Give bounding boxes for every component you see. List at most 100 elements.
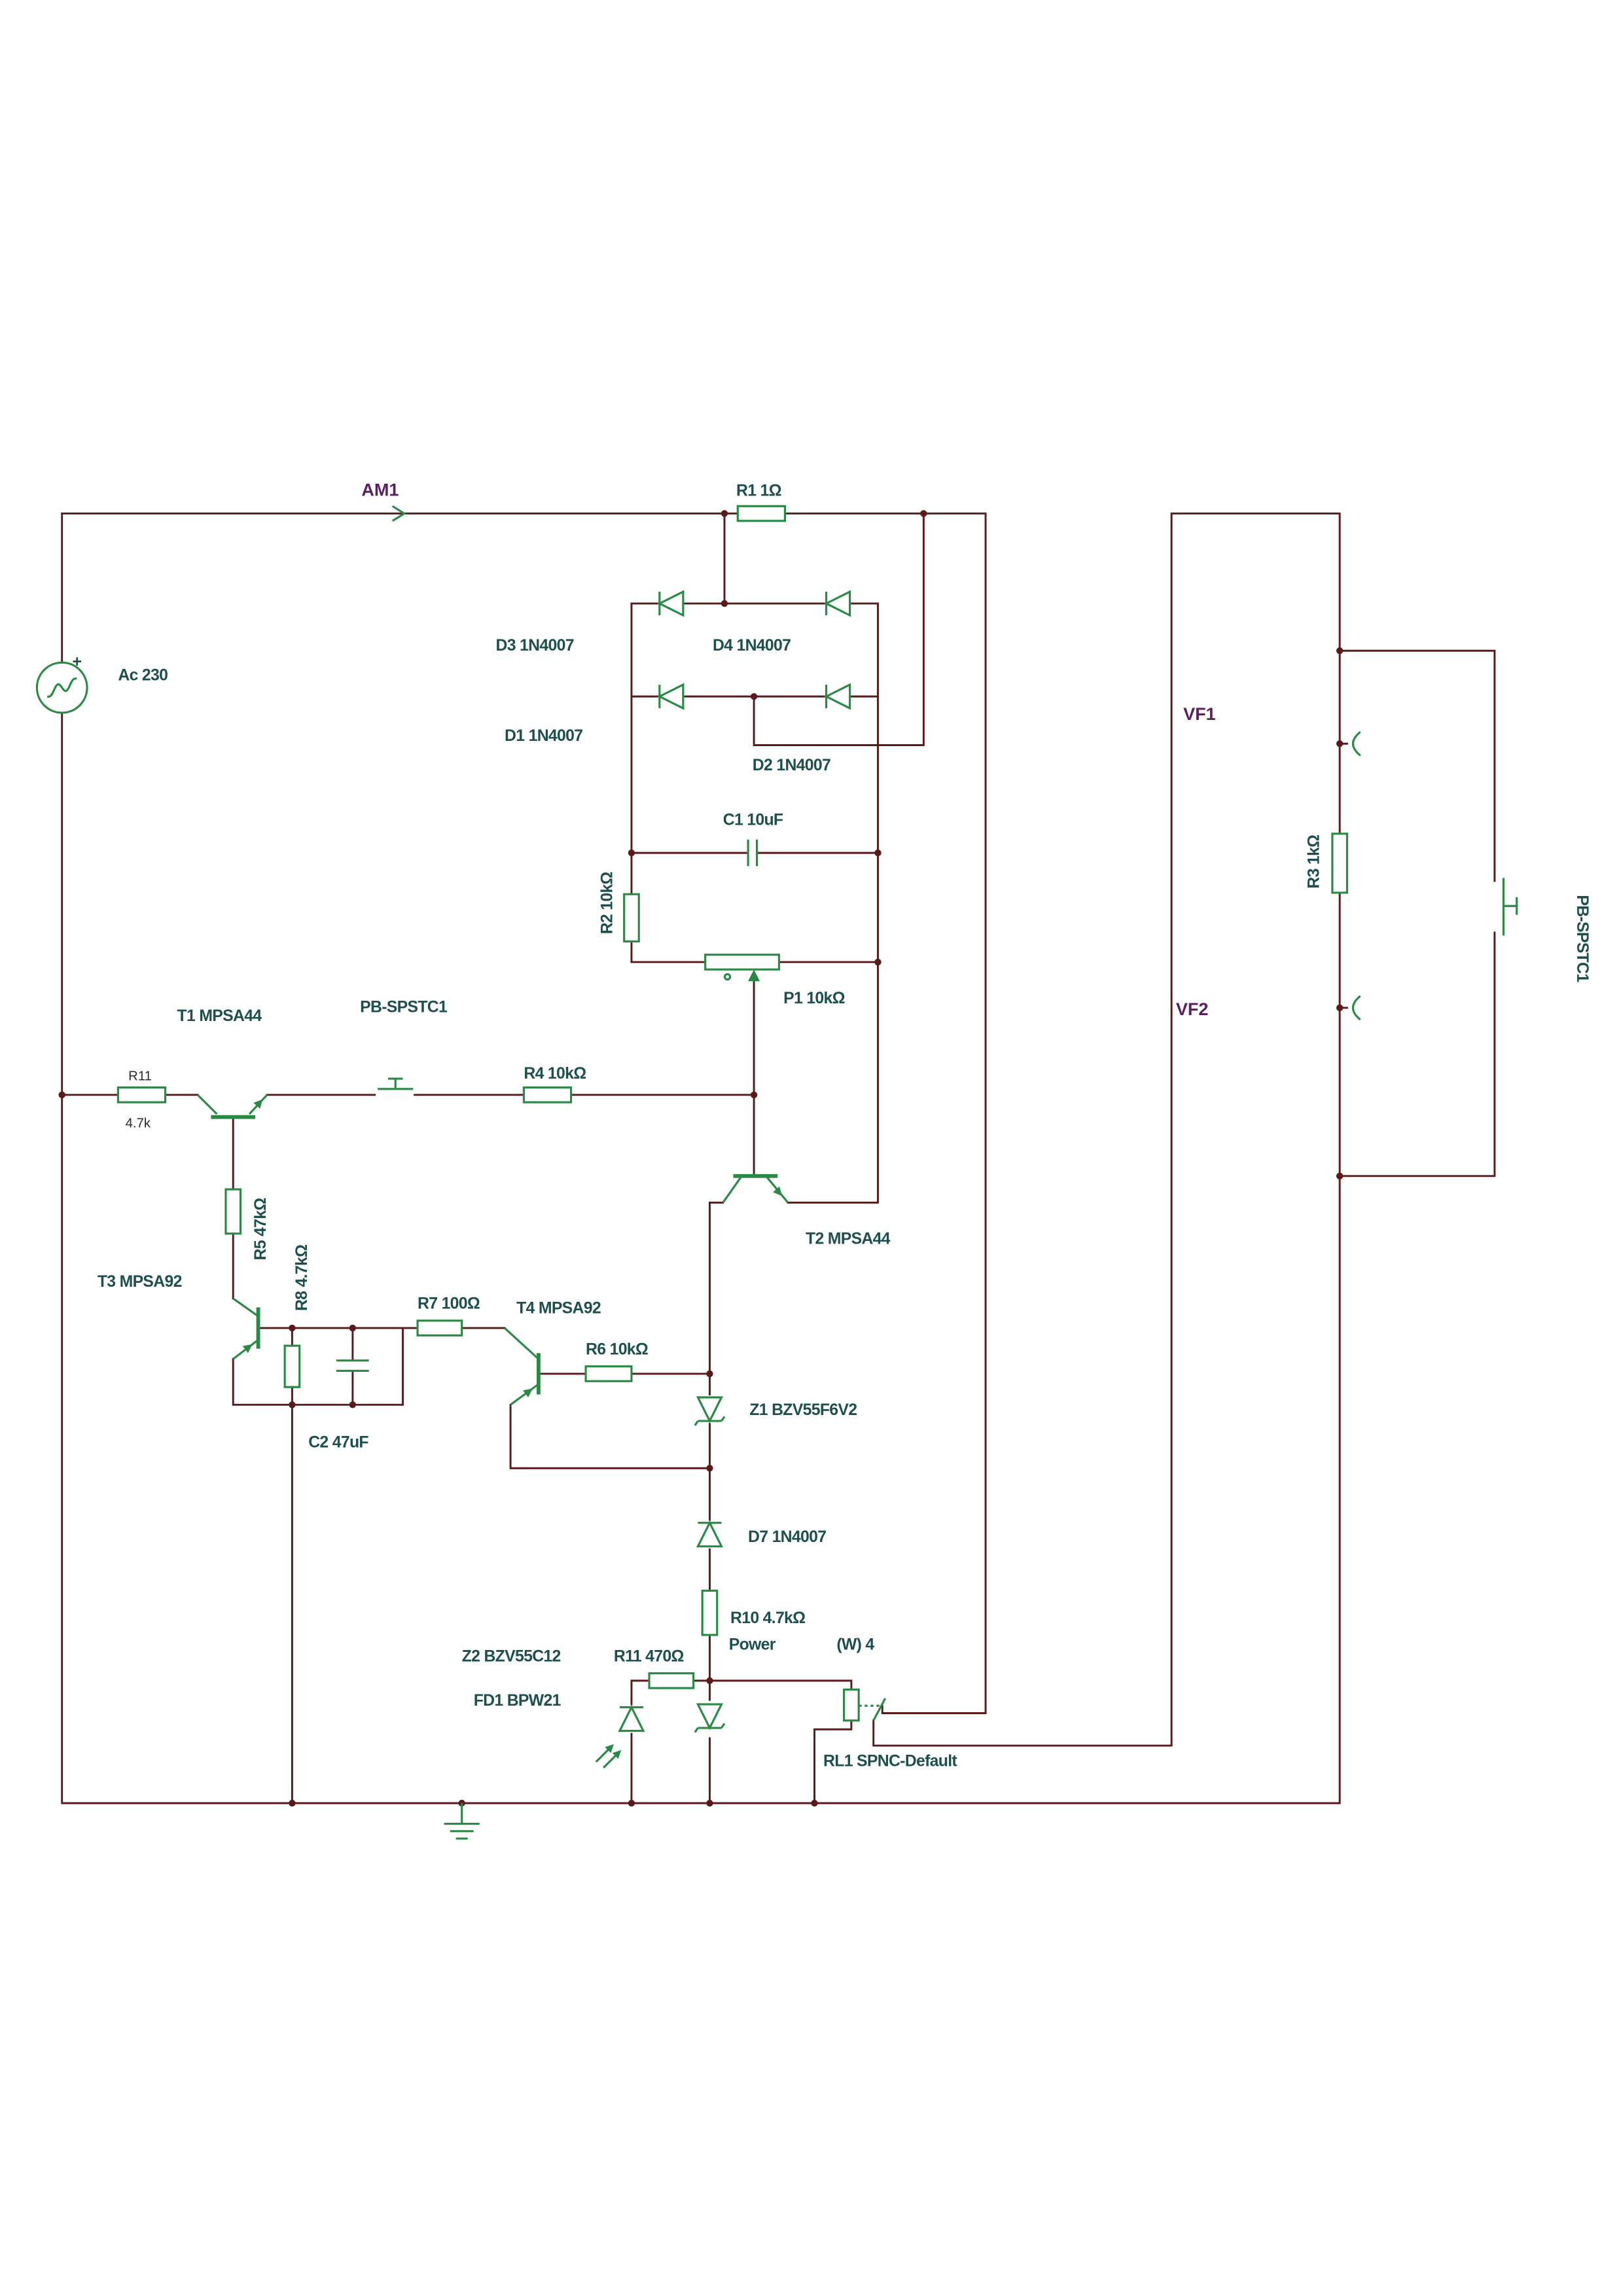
node — [706, 1799, 713, 1807]
node — [628, 1799, 635, 1807]
wire-t3-network — [232, 1327, 506, 1804]
resistor-r11 — [116, 1086, 167, 1103]
r7-label: R7 100Ω — [418, 1295, 480, 1313]
pushbutton-2-label: PB-SPSTC1 — [1573, 895, 1591, 982]
c1-label: C1 10uF — [723, 811, 783, 829]
node — [289, 1324, 296, 1332]
wire-bridge — [630, 512, 925, 1204]
diode-d4 — [824, 590, 851, 617]
t4-label: T4 MPSA92 — [516, 1300, 601, 1318]
power-label: Power — [729, 1636, 776, 1654]
p1-label: P1 10kΩ — [783, 990, 845, 1007]
diode-d1 — [657, 683, 685, 710]
r10-label: R10 4.7kΩ — [730, 1609, 805, 1627]
wire-sensor-network — [630, 1679, 1173, 1804]
wire-left-rail — [61, 512, 1341, 1804]
ac-polarity-label: + — [72, 653, 81, 671]
d3-label: D3 1N4007 — [496, 637, 574, 655]
resistor-r7 — [416, 1319, 463, 1336]
ground-symbol — [444, 1803, 480, 1840]
node — [349, 1324, 357, 1332]
wires — [61, 512, 1496, 1804]
node — [920, 510, 927, 517]
capacitor-c2 — [336, 1359, 369, 1372]
voltmeter-vf1-label: VF1 — [1183, 704, 1216, 724]
zener-diode-z2 — [694, 1703, 726, 1733]
node — [349, 1401, 357, 1408]
resistor-r2 — [623, 893, 640, 942]
node — [721, 510, 728, 517]
z2-label: Z2 BZV55C12 — [462, 1648, 561, 1666]
ammeter-am1-label: AM1 — [361, 480, 399, 500]
rl1-label: RL1 SPNC-Default — [823, 1753, 957, 1770]
wire-t4-network — [509, 1372, 711, 1469]
node — [706, 1370, 713, 1378]
wire-top-rail — [61, 512, 987, 1714]
resistor-r3 — [1331, 833, 1348, 894]
d4-label: D4 1N4007 — [713, 637, 791, 655]
node — [58, 1091, 65, 1099]
component-symbols — [35, 505, 1518, 1840]
t1-label: T1 MPSA44 — [177, 1007, 262, 1025]
resistor-r4 — [522, 1086, 573, 1103]
r1-label: R1 1Ω — [736, 482, 781, 500]
node — [706, 1677, 713, 1685]
resistor-r6 — [584, 1365, 633, 1382]
node — [811, 1799, 818, 1807]
resistor-r10 — [701, 1589, 719, 1636]
diode-d3 — [657, 590, 685, 617]
r8-label: R8 4.7kΩ — [293, 1245, 311, 1311]
resistor-r11-470 — [648, 1672, 695, 1689]
transistor-t1 — [197, 1094, 268, 1119]
potentiometer-p1 — [704, 954, 780, 982]
r11-470-label: R11 470Ω — [614, 1648, 684, 1666]
photodiode-fd1 — [595, 1704, 645, 1769]
diode-d2 — [824, 683, 851, 710]
t2-label: T2 MPSA44 — [806, 1230, 891, 1248]
ac-source-symbol — [35, 661, 88, 714]
resistor-r1 — [736, 505, 786, 522]
node — [750, 692, 758, 700]
r11-value-label: 4.7k — [126, 1116, 151, 1130]
r4-label: R4 10kΩ — [524, 1065, 586, 1083]
r6-label: R6 10kΩ — [586, 1341, 648, 1359]
node — [1336, 740, 1344, 747]
diode-d7 — [696, 1520, 724, 1548]
node — [289, 1401, 296, 1408]
node — [1336, 1172, 1344, 1180]
transistor-t2 — [722, 1174, 789, 1204]
r3-label: R3 1kΩ — [1306, 835, 1323, 889]
node — [874, 849, 882, 857]
ammeter-am1-marker — [391, 505, 406, 522]
resistor-r5 — [224, 1188, 242, 1235]
voltmeter-vf2-probe — [1351, 995, 1361, 1021]
labels: AM1 R1 1Ω Ac 230 + D3 1N4007 D4 1N4007 D… — [72, 480, 1591, 1770]
node — [1336, 1004, 1344, 1012]
voltmeter-vf2-label: VF2 — [1176, 999, 1209, 1019]
r2-label: R2 10kΩ — [599, 872, 616, 934]
transistor-t3 — [232, 1297, 260, 1360]
pushbutton-1-label: PB-SPSTC1 — [360, 999, 448, 1016]
r5-label: R5 47kΩ — [252, 1198, 270, 1260]
node — [628, 849, 635, 857]
ac-source-label: Ac 230 — [118, 666, 168, 684]
d7-label: D7 1N4007 — [748, 1528, 826, 1546]
d2-label: D2 1N4007 — [753, 757, 830, 774]
junction-nodes — [58, 510, 1344, 1807]
t3-label: T3 MPSA92 — [98, 1273, 182, 1291]
capacitor-c1 — [747, 839, 758, 867]
relay-rl1 — [843, 1688, 887, 1722]
node — [874, 958, 882, 966]
c2-label: C2 47uF — [308, 1434, 368, 1452]
node — [1336, 647, 1344, 655]
wire-right-loop — [1170, 512, 1496, 1804]
resistor-r8 — [283, 1344, 301, 1388]
voltmeter-vf1-probe — [1351, 730, 1361, 757]
pushbutton-switch-2 — [1502, 878, 1518, 936]
power-rating-label: (W) 4 — [836, 1636, 874, 1654]
fd1-label: FD1 BPW21 — [474, 1692, 562, 1710]
zener-diode-z1 — [694, 1396, 726, 1426]
node — [289, 1799, 296, 1807]
node — [750, 1091, 758, 1099]
